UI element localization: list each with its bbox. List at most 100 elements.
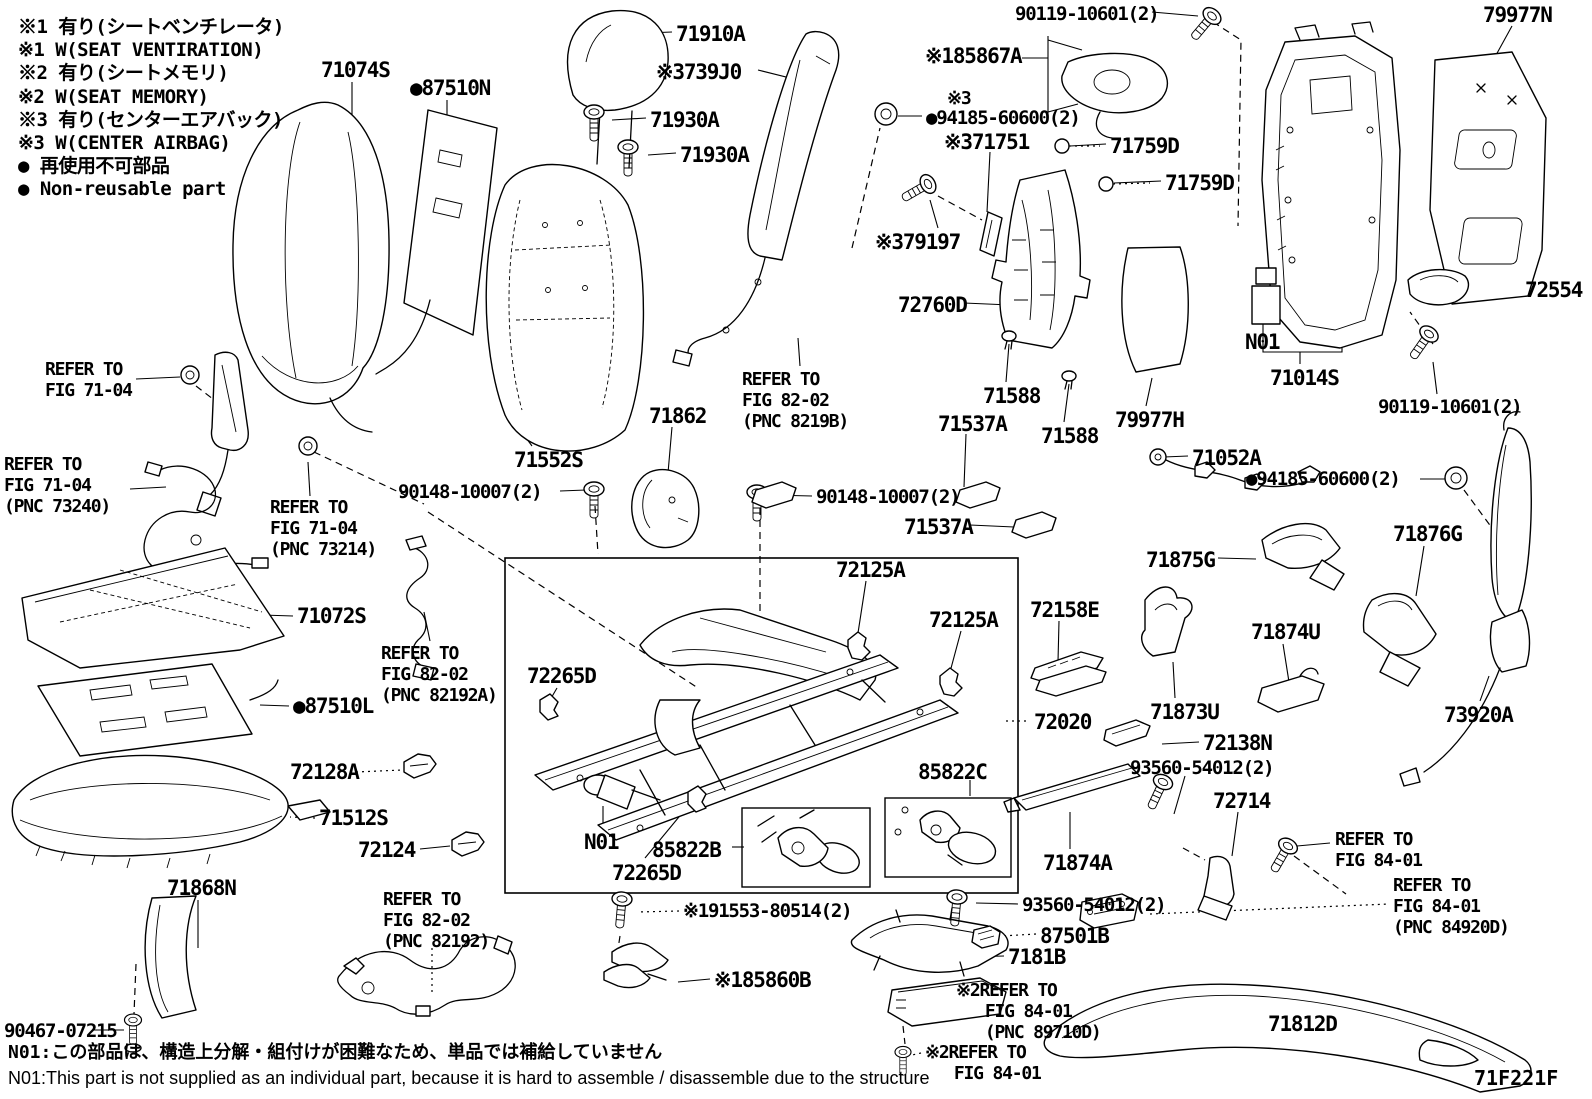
part-seatback-board bbox=[1429, 51, 1547, 305]
label-refer-73240: REFER TO FIG 71-04 (PNC 73240) bbox=[4, 454, 111, 517]
label-71759D-1: 71759D bbox=[1110, 134, 1180, 158]
label-85822C: 85822C bbox=[918, 760, 988, 784]
part-switch-84920D bbox=[1079, 893, 1139, 929]
label-73920A: 73920A bbox=[1444, 703, 1514, 727]
part-recline-cover-71862 bbox=[631, 469, 700, 549]
label-72760D: 72760D bbox=[898, 293, 968, 317]
label-72265D-2: 72265D bbox=[612, 861, 682, 885]
legend-line: ※2 有り(シートメモリ) bbox=[18, 62, 229, 85]
legend-line: ※3 W(CENTER AIRBAG) bbox=[18, 132, 231, 155]
part-clips-85860B bbox=[603, 942, 669, 989]
label-72125A-1: 72125A bbox=[836, 558, 906, 582]
label-refer-8401-bottom: ※2REFER TO FIG 84-01 bbox=[925, 1042, 1042, 1084]
legend-line: ※3 有り(センターエアバック) bbox=[18, 108, 283, 131]
part-cushion-cover bbox=[21, 547, 285, 669]
label-71868N: 71868N bbox=[167, 876, 237, 900]
label-N01-motor: N01 bbox=[584, 830, 620, 854]
label-72158E: 72158E bbox=[1030, 598, 1100, 622]
label-72020: 72020 bbox=[1034, 710, 1092, 734]
part-clip-72125A-1 bbox=[847, 631, 871, 661]
label-90119-10601-right: 90119-10601(2) bbox=[1378, 396, 1523, 418]
label-71014S: 71014S bbox=[1270, 366, 1340, 390]
label-71930A-2: 71930A bbox=[680, 143, 750, 167]
part-grommet-right bbox=[1444, 466, 1468, 490]
part-bracket-71874U bbox=[1257, 667, 1325, 713]
part-harness-71052A bbox=[1149, 448, 1321, 491]
part-center-airbag-strip bbox=[979, 211, 1003, 257]
part-side-shield-71812D bbox=[1043, 983, 1532, 1093]
label-90467-07215: 90467-07215 bbox=[4, 1020, 118, 1042]
leader-lines bbox=[92, 11, 1522, 1056]
label-refer-84920D: REFER TO FIG 84-01 (PNC 84920D) bbox=[1393, 875, 1510, 938]
label-71876G: 71876G bbox=[1393, 522, 1463, 546]
part-shield-71875G bbox=[1261, 523, 1345, 591]
part-cushion-pad bbox=[11, 754, 331, 869]
part-clip-72124 bbox=[451, 831, 485, 857]
part-belt-cover-right bbox=[1489, 411, 1532, 673]
part-harness-82192 bbox=[337, 935, 516, 1017]
label-90119-10601-top: 90119-10601(2) bbox=[1015, 3, 1160, 25]
label-refer-8401-mid: REFER TO FIG 84-01 bbox=[1335, 829, 1423, 871]
part-motor-box-85822B bbox=[741, 807, 871, 888]
label-7181B: 7181B bbox=[1008, 945, 1066, 969]
legend-line: ※2 W(SEAT MEMORY) bbox=[18, 85, 209, 108]
part-clip-72265D bbox=[539, 693, 559, 721]
part-bracket-72158E bbox=[1030, 651, 1107, 697]
part-wire-82192A bbox=[405, 535, 435, 681]
label-refer-89710D: ※2REFER TO FIG 84-01 (PNC 89710D) bbox=[956, 980, 1102, 1043]
label-71873U: 71873U bbox=[1150, 700, 1220, 724]
part-seatback-frame-pad bbox=[485, 163, 645, 452]
part-bolts-71588 bbox=[1001, 330, 1077, 390]
label-x3-mark: ※3 bbox=[947, 88, 972, 109]
drawing-code: 71F221F bbox=[1474, 1066, 1559, 1090]
part-nuts-71759D bbox=[1054, 138, 1151, 192]
part-belt-buckle bbox=[180, 351, 249, 517]
label-90148-10007-left: 90148-10007(2) bbox=[398, 481, 543, 503]
label-72265D-1: 72265D bbox=[527, 664, 597, 688]
label-71074S: 71074S bbox=[321, 58, 391, 82]
label-91553-80514: ※191553-80514(2) bbox=[683, 900, 853, 922]
part-cover-71874A bbox=[1003, 763, 1141, 813]
label-72554: 72554 bbox=[1525, 278, 1583, 302]
label-85867A: ※185867A bbox=[925, 44, 1023, 68]
part-bracket-72714 bbox=[1197, 855, 1235, 921]
label-72138N: 72138N bbox=[1203, 731, 1273, 755]
label-71862: 71862 bbox=[649, 404, 707, 428]
label-refer-8219B: REFER TO FIG 82-02 (PNC 8219B) bbox=[742, 369, 849, 432]
part-clamp-87501B bbox=[971, 925, 1001, 949]
label-71537A-2: 71537A bbox=[904, 515, 974, 539]
legend-line: ※1 有り(シートベンチレータ) bbox=[18, 16, 284, 38]
label-refer-73214: REFER TO FIG 71-04 (PNC 73214) bbox=[270, 497, 377, 560]
part-recline-wire-panel bbox=[991, 169, 1091, 349]
label-85860B: ※185860B bbox=[714, 968, 812, 992]
label-79977N: 79977N bbox=[1483, 3, 1553, 27]
label-71588-1: 71588 bbox=[983, 384, 1041, 408]
label-71537A-1: 71537A bbox=[938, 412, 1008, 436]
part-frame-7181B bbox=[850, 907, 1009, 977]
part-clip-72138N bbox=[1103, 719, 1151, 747]
label-87501B: 87501B bbox=[1040, 924, 1110, 948]
part-headrest-supports bbox=[583, 104, 639, 177]
part-screw-90467 bbox=[123, 1013, 143, 1053]
label-71812D: 71812D bbox=[1268, 1012, 1338, 1036]
label-93560-54012-upper: 93560-54012(2) bbox=[1130, 757, 1275, 779]
label-71874U: 71874U bbox=[1251, 620, 1321, 644]
label-85822B: 85822B bbox=[652, 838, 722, 862]
part-grommet-top bbox=[874, 102, 898, 126]
part-cushion-heater bbox=[37, 663, 279, 757]
label-refer-82192: REFER TO FIG 82-02 (PNC 82192) bbox=[383, 889, 490, 952]
label-71052A: 71052A bbox=[1192, 446, 1262, 470]
legend-line: ● Non-reusable part bbox=[18, 178, 226, 201]
label-refer-7104-top: REFER TO FIG 71-04 bbox=[45, 359, 133, 401]
part-recliner-cover bbox=[1407, 268, 1470, 306]
part-ecu-89710D bbox=[887, 977, 1007, 1027]
part-cable-73920A bbox=[1399, 667, 1501, 787]
label-71072S: 71072S bbox=[297, 604, 367, 628]
label-90148-10007-right: 90148-10007(2) bbox=[816, 486, 961, 508]
label-94185-60600-right: ●94185-60600(2) bbox=[1246, 468, 1401, 490]
label-72128A: 72128A bbox=[290, 760, 360, 784]
label-87510L: ●87510L bbox=[293, 694, 374, 718]
note-jp: N01:この部品は、構造上分解・組付けが困難なため、単品では補給していません bbox=[8, 1042, 663, 1063]
part-airbag-sensor-bracket bbox=[1061, 52, 1169, 139]
